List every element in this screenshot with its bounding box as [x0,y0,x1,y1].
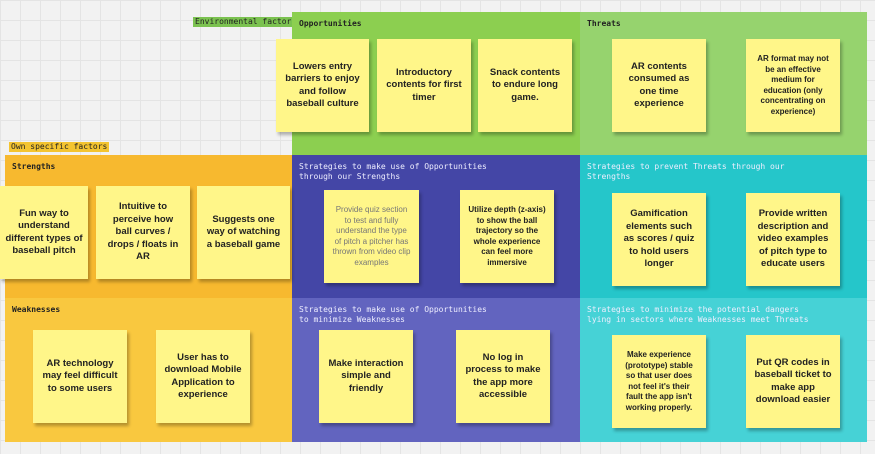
quadrant-title: Strategies to minimize the potential dan… [587,305,809,324]
quadrant-title: Strategies to make use of Opportunities … [299,305,487,324]
sticky-note[interactable]: Snack contents to endure long game. [478,39,572,132]
quadrant-title: Strategies to prevent Threats through ou… [587,162,785,181]
own-specific-factors-label: Own specific factors [9,142,110,152]
sticky-note[interactable]: Intuitive to perceive how ball curves / … [96,186,190,279]
quadrant-title: Strategies to make use of Opportunities … [299,162,487,181]
sticky-note[interactable]: Utilize depth (z-axis) to show the ball … [460,190,554,283]
sticky-note[interactable]: Make interaction simple and friendly [319,330,413,423]
sticky-note[interactable]: Lowers entry barriers to enjoy and follo… [276,39,369,132]
sticky-note[interactable]: Suggests one way of watching a baseball … [197,186,290,279]
sticky-note[interactable]: Put QR codes in baseball ticket to make … [746,335,840,428]
sticky-note[interactable]: Provide written description and video ex… [746,193,840,286]
quadrant-title: Threats [587,19,621,28]
sticky-note[interactable]: AR technology may feel difficult to some… [33,330,127,423]
sticky-note[interactable]: No log in process to make the app more a… [456,330,550,423]
quadrant-title: Strengths [12,162,56,171]
sticky-note[interactable]: AR contents consumed as one time experie… [612,39,706,132]
sticky-note[interactable]: User has to download Mobile Application … [156,330,250,423]
quadrant-title: Weaknesses [12,305,61,314]
sticky-note[interactable]: Fun way to understand different types of… [0,186,88,279]
sticky-note[interactable]: Introductory contents for first timer [377,39,471,132]
sticky-note[interactable]: Make experience (prototype) stable so th… [612,335,706,428]
sticky-note[interactable]: AR format may not be an effective medium… [746,39,840,132]
environmental-factors-label: Environmental factors [193,17,299,27]
sticky-note[interactable]: Provide quiz section to test and fully u… [324,190,419,283]
sticky-note[interactable]: Gamification elements such as scores / q… [612,193,706,286]
quadrant-title: Opportunities [299,19,362,28]
